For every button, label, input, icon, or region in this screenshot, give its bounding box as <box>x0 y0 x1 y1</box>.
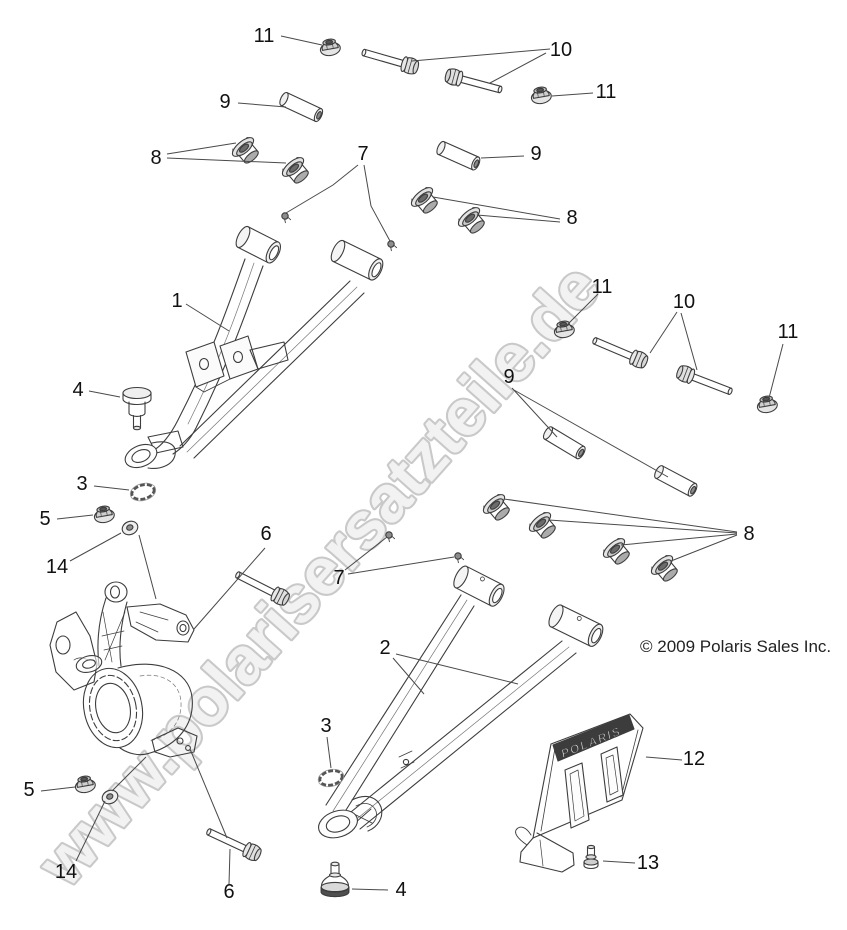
callout-9-c: 9 <box>503 366 514 388</box>
spacer-9b <box>434 139 483 172</box>
callout-3-b: 3 <box>320 715 331 737</box>
mud-guard-drawing: POLARIS <box>515 713 644 873</box>
callout-5-b: 5 <box>23 779 34 801</box>
callout-11-c: 11 <box>592 276 613 298</box>
bushing-8c <box>407 183 444 219</box>
nut-5a <box>92 504 116 525</box>
callout-9-b: 9 <box>530 143 541 165</box>
callout-13: 13 <box>637 852 659 874</box>
bushing-8f <box>525 508 562 544</box>
leader-lines <box>40 35 784 891</box>
callout-4-b: 4 <box>395 879 406 901</box>
callout-8-c: 8 <box>743 523 754 545</box>
nut-11b <box>529 85 553 106</box>
callout-11-a: 11 <box>254 25 275 47</box>
ball-joint-4b <box>320 861 350 898</box>
bushing-8d <box>454 203 491 239</box>
callout-14-a: 14 <box>46 556 68 578</box>
callout-14-b: 14 <box>55 861 77 883</box>
spacer-9c <box>541 424 588 461</box>
callout-5-a: 5 <box>39 508 50 530</box>
spacer-9d <box>652 463 700 499</box>
snap-ring-3b <box>315 765 347 791</box>
callout-7-a: 7 <box>357 143 368 165</box>
callout-3-a: 3 <box>76 473 87 495</box>
callout-8-a: 8 <box>150 147 161 169</box>
callout-8-b: 8 <box>566 207 577 229</box>
upper-a-arm-drawing <box>124 225 384 469</box>
zerk-7b <box>386 239 398 252</box>
copyright-text: © 2009 Polaris Sales Inc. <box>640 637 831 656</box>
callout-11-b: 11 <box>596 81 617 103</box>
bolt-10c <box>589 332 651 371</box>
screw-13 <box>583 844 599 870</box>
snap-ring-3a <box>126 479 160 505</box>
callout-1: 1 <box>171 290 182 312</box>
callout-10-a: 10 <box>550 39 572 61</box>
nut-11d <box>755 394 779 415</box>
washer-14a <box>119 518 141 538</box>
bolt-6b <box>203 823 264 864</box>
bushing-8b <box>278 153 315 189</box>
bushing-8e <box>479 490 516 526</box>
callout-6-a: 6 <box>260 523 271 545</box>
bolt-10a <box>359 43 421 77</box>
callout-11-d: 11 <box>778 321 799 343</box>
callout-2: 2 <box>379 637 390 659</box>
callout-12: 12 <box>683 748 705 770</box>
bolt-10d <box>674 363 736 400</box>
bolt-10b <box>443 66 505 99</box>
callout-6-b: 6 <box>223 881 234 903</box>
callout-7-b: 7 <box>333 567 344 589</box>
zerk-7d <box>453 551 465 564</box>
callout-labels: 11 10 9 11 8 7 9 8 1 11 10 11 9 4 3 5 14… <box>23 25 798 903</box>
callout-10-b: 10 <box>673 291 695 313</box>
callout-4-a: 4 <box>72 379 83 401</box>
ball-joint-4a <box>122 386 152 431</box>
nut-11a <box>318 37 342 58</box>
lower-a-arm-drawing <box>318 565 604 839</box>
bushing-8a <box>228 133 265 169</box>
bushing-8h <box>647 551 684 587</box>
bushing-8g <box>599 534 636 570</box>
zerk-7a <box>280 211 292 224</box>
steering-knuckle-drawing <box>49 581 198 758</box>
callout-9-a: 9 <box>219 91 230 113</box>
